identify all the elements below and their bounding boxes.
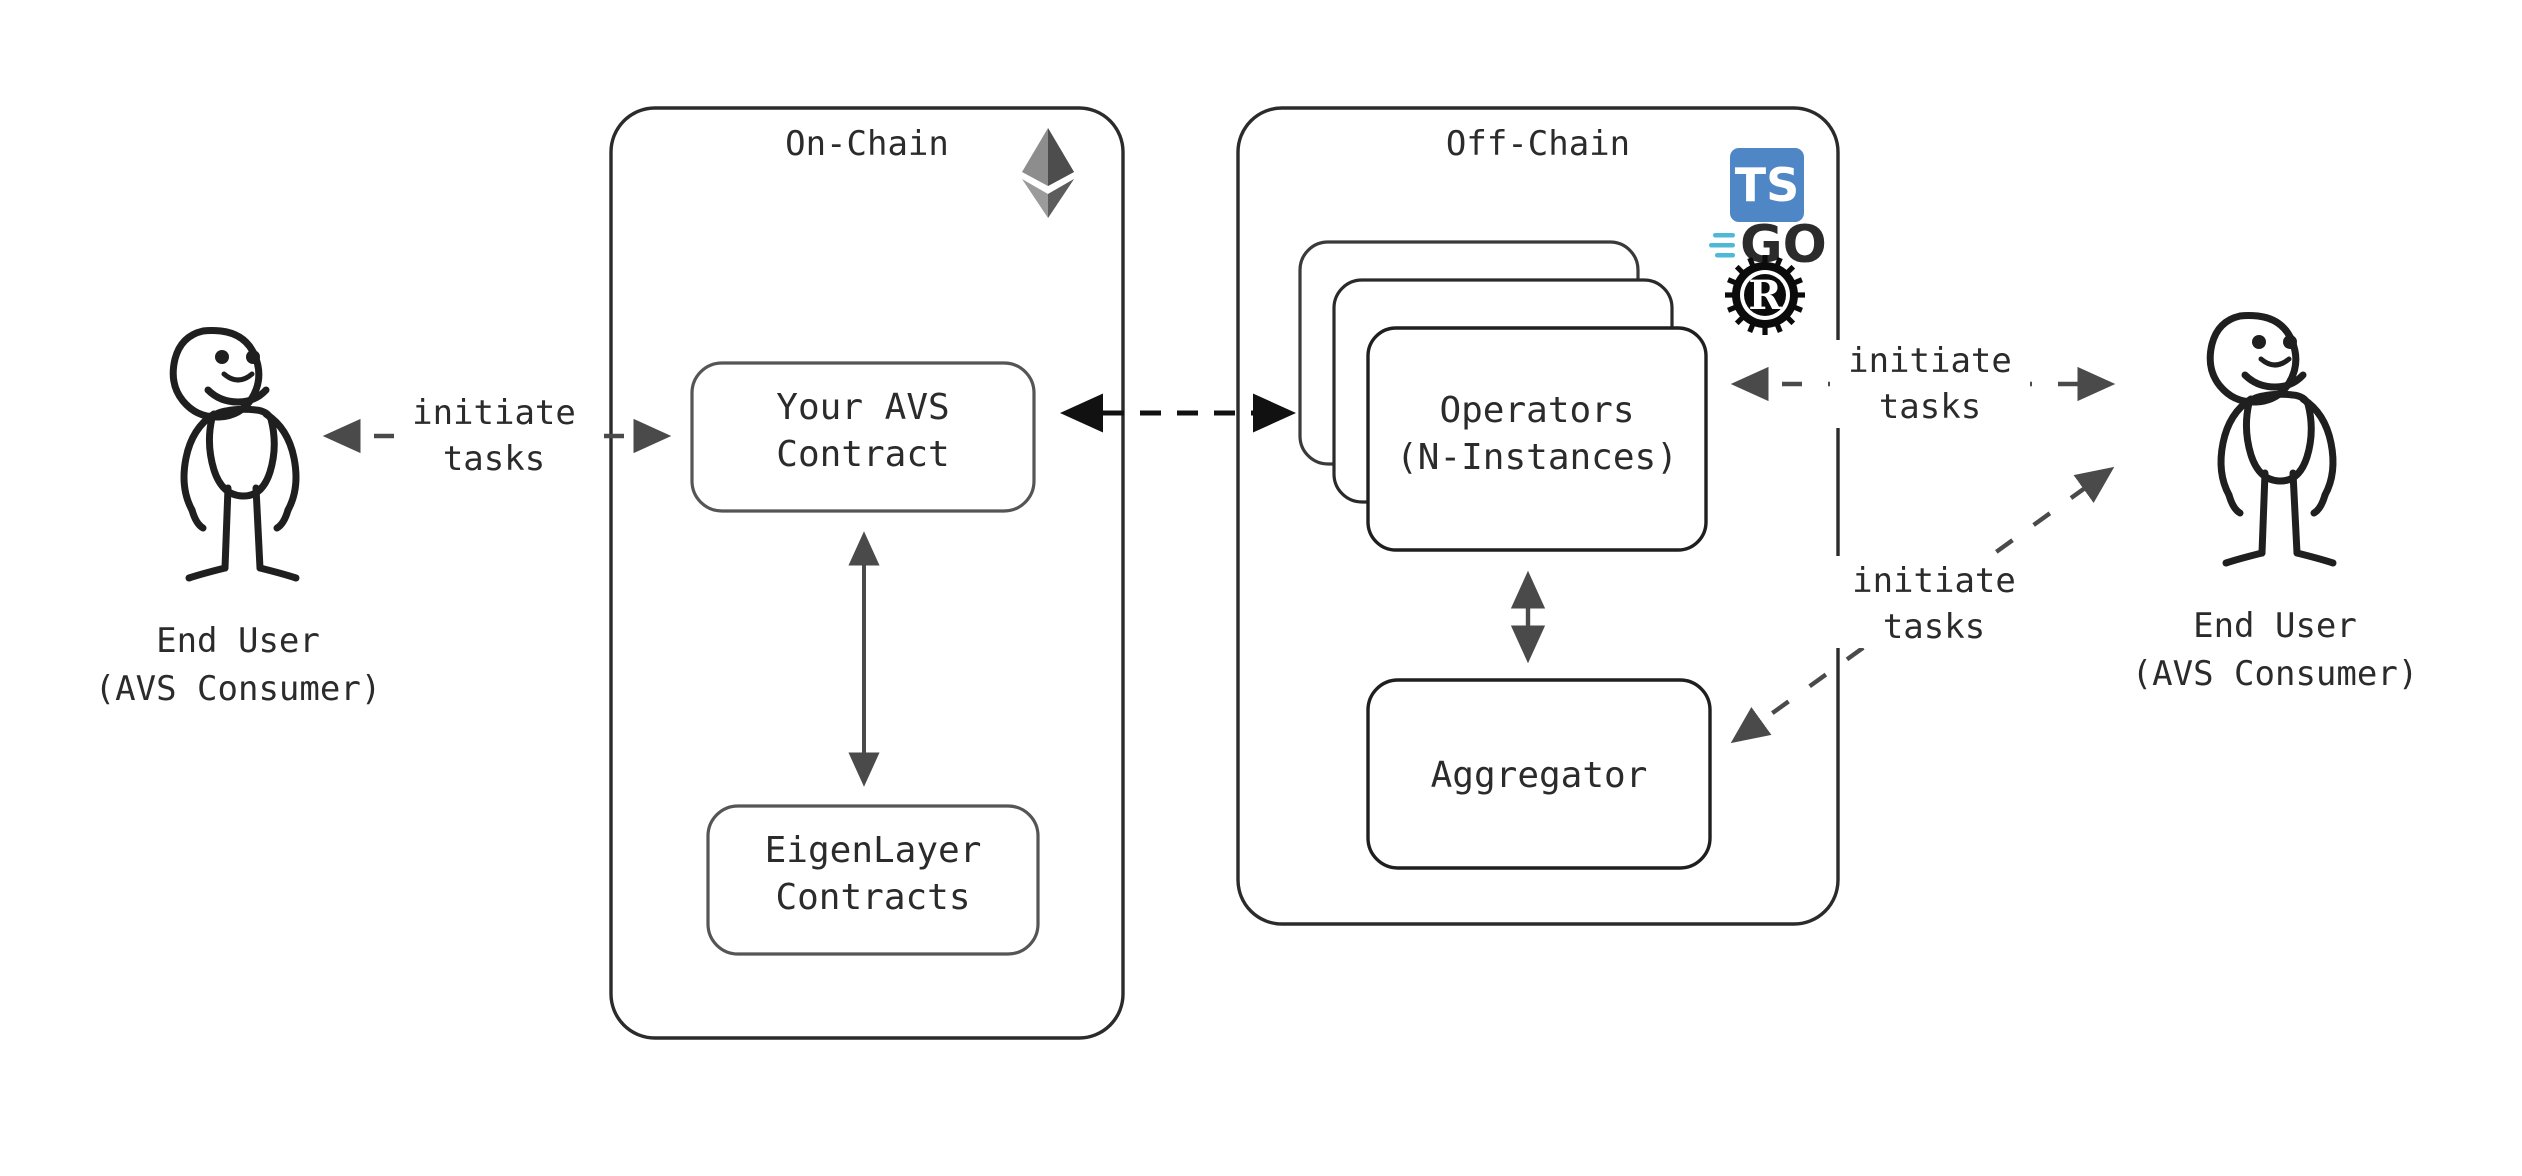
avs-contract-box[interactable] [690,361,1036,513]
aggregator-label: Aggregator [1431,755,1648,796]
end-user-left-eye-right [246,350,260,364]
group-off-chain: Off-Chain TS GO [1236,106,1840,926]
group-on-chain: On-Chain [609,106,1125,1040]
end-user-left-figure [169,327,300,582]
actor-end-user-right[interactable]: End User (AVS Consumer) [2132,312,2419,695]
aggregator-box[interactable] [1366,678,1712,870]
node-eigenlayer-contracts[interactable]: EigenLayer Contracts [706,804,1040,956]
on-chain-container [609,106,1125,1040]
edge-operators-to-user-right: initiate tasks [1730,340,2116,428]
edge-aggregator-to-user-right: initiate tasks [1730,466,2115,744]
end-user-left-label-line2: (AVS Consumer) [95,669,382,709]
operators-label-line2: (N-Instances) [1396,437,1678,478]
node-aggregator[interactable]: Aggregator [1366,678,1712,870]
operators-box[interactable] [1366,326,1708,552]
edge-operators-user-label-bg [1830,340,2030,428]
node-operators[interactable]: Operators (N-Instances) [1298,240,1708,552]
end-user-left-label-line1: End User [156,621,320,661]
edge-user-left-label-line1: initiate [412,393,576,433]
rust-logo: R [1725,255,1805,335]
end-user-right-figure [2206,312,2337,567]
edge-user-left-label-bg [400,395,600,481]
end-user-left-eye-left [215,350,229,364]
typescript-logo: TS [1730,148,1804,222]
edge-aggregator-user-label-bg [1832,556,2036,648]
actor-end-user-left[interactable]: End User (AVS Consumer) [95,327,382,710]
node-avs-contract[interactable]: Your AVS Contract [690,361,1036,513]
eigenlayer-contracts-label-line2: Contracts [775,877,970,918]
typescript-logo-text: TS [1735,158,1800,212]
off-chain-title: Off-Chain [1446,124,1630,164]
edge-operators-to-user-label-line2: tasks [1879,387,1981,427]
end-user-right-label-line2: (AVS Consumer) [2132,654,2419,694]
edge-user-left-label-line2: tasks [443,439,545,479]
operators-label-line1: Operators [1439,390,1634,431]
end-user-right-smile [2258,356,2292,368]
eigenlayer-contracts-label-line1: EigenLayer [765,830,982,871]
eigenlayer-contracts-box[interactable] [706,804,1040,956]
edge-aggregator-to-user-label-line1: initiate [1852,561,2016,601]
avs-contract-label-line2: Contract [776,434,949,475]
edge-user-left-to-avs: initiate tasks [322,393,672,481]
end-user-right-eye-left [2252,335,2266,349]
ethereum-logo [1022,128,1074,218]
edge-aggregator-to-user-label-line2: tasks [1883,607,1985,647]
on-chain-title: On-Chain [785,124,949,164]
end-user-right-eye-right [2283,335,2297,349]
end-user-left-smile [221,371,255,383]
end-user-right-label-line1: End User [2193,606,2357,646]
avs-contract-label-line1: Your AVS [776,387,949,428]
edge-operators-to-user-label-line1: initiate [1848,341,2012,381]
rust-logo-text: R [1748,272,1782,319]
